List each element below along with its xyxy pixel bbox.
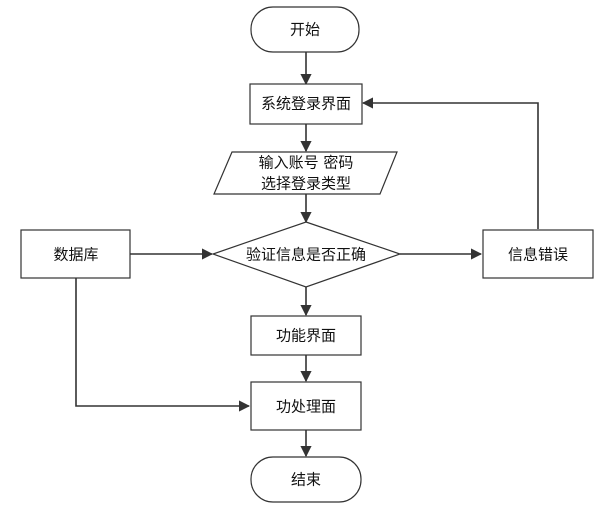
node-end: 结束 — [250, 456, 362, 503]
start-label: 开始 — [290, 21, 320, 39]
processing-screen-box — [250, 381, 362, 431]
database-box — [20, 229, 131, 279]
edge-database-to-processing — [75, 278, 251, 412]
processing-screen-label: 功处理面 — [276, 398, 336, 416]
end-label: 结束 — [291, 471, 321, 489]
database-label: 数据库 — [53, 246, 98, 264]
node-decision: 验证信息是否正确 — [211, 221, 402, 288]
decision-label: 验证信息是否正确 — [246, 246, 366, 264]
error-box — [482, 229, 594, 279]
node-start: 开始 — [250, 6, 360, 53]
node-database: 数据库 — [20, 229, 131, 279]
node-input: 输入账号 密码 选择登录类型 — [213, 151, 398, 195]
input-label-line2: 选择登录类型 — [261, 175, 351, 193]
node-processing-screen: 功处理面 — [250, 381, 362, 431]
node-login-screen: 系统登录界面 — [249, 83, 363, 125]
edge-error-to-login — [361, 97, 539, 229]
decision-diamond — [211, 221, 402, 288]
login-screen-label: 系统登录界面 — [261, 95, 351, 113]
input-label-line1: 输入账号 密码 — [259, 154, 354, 172]
node-error: 信息错误 — [482, 229, 594, 279]
error-label: 信息错误 — [508, 246, 568, 264]
function-screen-box — [250, 315, 362, 356]
input-parallelogram — [213, 151, 398, 195]
start-terminator — [250, 6, 360, 53]
login-screen-box — [249, 83, 363, 125]
edges — [75, 52, 539, 458]
node-function-screen: 功能界面 — [250, 315, 362, 356]
end-terminator — [250, 456, 362, 503]
function-screen-label: 功能界面 — [276, 327, 336, 345]
